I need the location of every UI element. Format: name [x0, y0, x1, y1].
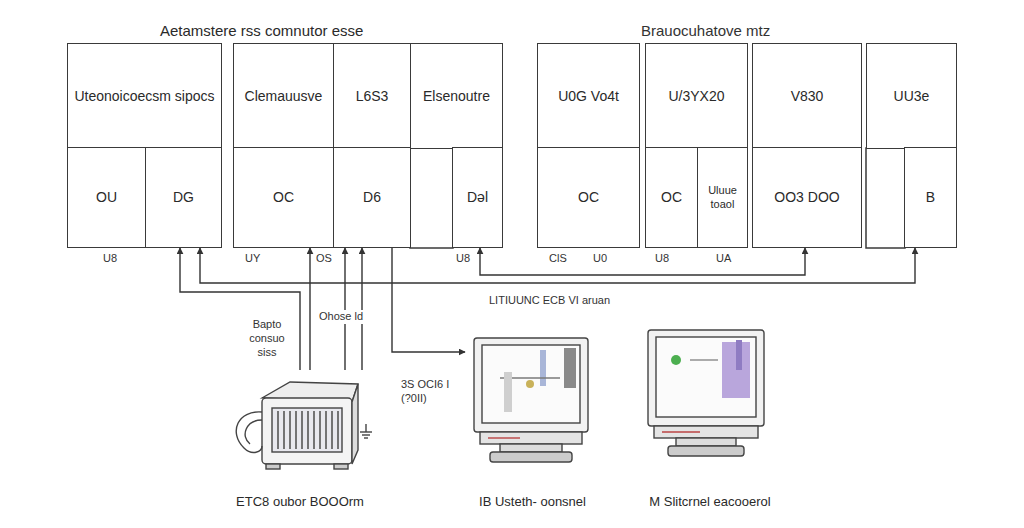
device-node: IB Usteth- oonsnel — [465, 330, 600, 510]
cell-text: L6S3 — [356, 88, 389, 105]
device-node: M Slitcrnel eacooerol — [640, 322, 780, 510]
table-cell: U0G Vo4t — [537, 43, 640, 149]
connector-line — [309, 248, 310, 370]
cell-text: Elsenoutre — [423, 88, 490, 105]
server-illustration — [236, 382, 372, 469]
table-cell: Dəl — [452, 147, 503, 248]
connector-line — [344, 248, 345, 370]
callout-label: U8 — [455, 252, 471, 266]
connector-line — [361, 248, 362, 370]
device-caption: ETC8 oubor BOOOrm — [236, 494, 364, 510]
section-heading: Brauocuhatove mtz — [640, 22, 771, 41]
table-cell: Clemauusve — [233, 43, 334, 149]
cell-text: OC — [578, 189, 599, 206]
connector-line — [200, 248, 915, 283]
callout-label: UY — [244, 252, 261, 266]
diagram-title: Aetamstere rss comnutor esse — [160, 22, 363, 39]
table-cell: Uteonoicoecsm sipocs — [67, 43, 222, 149]
empty-cell — [866, 148, 905, 248]
cell-text: OC — [273, 189, 294, 206]
cell-text: Uluue toaol — [702, 184, 743, 210]
table-cell: OC — [233, 147, 334, 248]
callout-label: ClS — [548, 252, 568, 266]
workstation-illustration — [648, 330, 764, 456]
callout-label: LITIUUNC ECB VI aruan — [488, 294, 611, 308]
cell-text: V830 — [791, 88, 824, 105]
cell-text: U0G Vo4t — [558, 88, 619, 105]
connector-line — [180, 248, 300, 370]
cell-text: D6 — [363, 189, 381, 206]
table-cell: Elsenoutre — [410, 43, 503, 149]
table-cell: OO3 DOO — [752, 147, 862, 248]
cell-text: OC — [661, 189, 682, 206]
device-caption: M Slitcrnel eacooerol — [649, 494, 770, 510]
cell-text: Uteonoicoecsm sipocs — [74, 88, 214, 105]
cell-text: U/3YX20 — [668, 88, 724, 105]
table-cell: OU — [67, 147, 146, 248]
cell-text: Clemauusve — [245, 88, 323, 105]
callout-label: U0 — [592, 252, 608, 266]
callout-label: U8 — [102, 252, 118, 266]
cell-text: OU — [96, 189, 117, 206]
connector-line — [480, 248, 805, 275]
cell-text: DG — [173, 189, 194, 206]
cell-text: B — [926, 189, 935, 206]
table-cell: L6S3 — [333, 43, 411, 149]
callout-label: U8 — [654, 252, 670, 266]
table-cell: D6 — [333, 147, 411, 248]
empty-cell — [410, 148, 453, 248]
callout-label: OS — [315, 252, 333, 266]
callout-label: Bapto consuo siss — [238, 318, 296, 359]
table-cell: DG — [145, 147, 222, 248]
callout-label: 3S OCI6 I (?0II) — [400, 378, 462, 406]
table-cell: V830 — [752, 43, 862, 149]
workstation-illustration — [474, 338, 588, 462]
cell-text: UU3e — [894, 88, 930, 105]
table-cell: OC — [645, 147, 698, 248]
callout-label: UA — [715, 252, 732, 266]
device-node: ETC8 oubor BOOOrm — [225, 370, 375, 510]
table-cell: OC — [537, 147, 640, 248]
table-cell: U/3YX20 — [645, 43, 748, 149]
device-caption: IB Usteth- oonsnel — [479, 494, 586, 510]
table-cell: B — [904, 147, 957, 248]
cell-text: Dəl — [467, 189, 488, 206]
cell-text: OO3 DOO — [774, 189, 839, 206]
table-cell: Uluue toaol — [697, 147, 748, 248]
callout-label: Ohose ld — [318, 310, 364, 324]
table-cell: UU3e — [866, 43, 957, 149]
